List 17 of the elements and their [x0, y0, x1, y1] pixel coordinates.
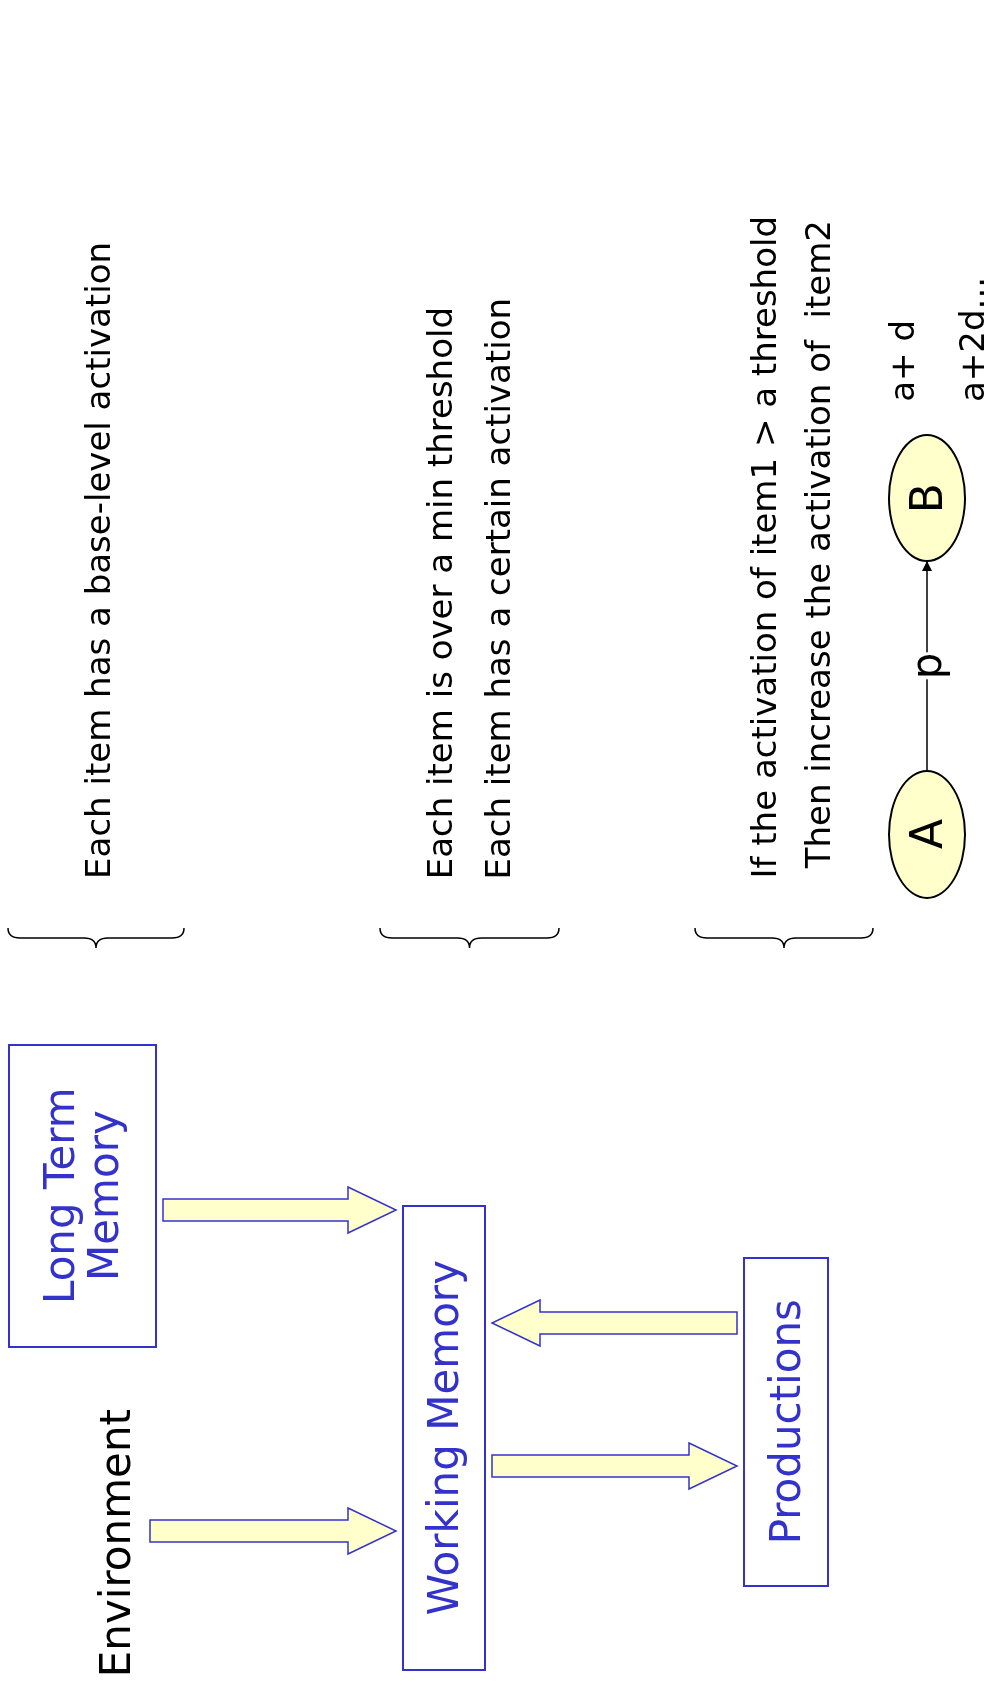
process-box: Working Memory — [402, 1205, 486, 1671]
block-arrow — [149, 1506, 398, 1556]
block-arrow — [162, 1185, 398, 1235]
node-label: Environment — [88, 1390, 144, 1696]
block-arrow — [491, 1441, 739, 1491]
annotation-text: If the activation of item1 > a threshold — [747, 216, 781, 879]
block-arrow — [490, 1298, 738, 1348]
annotation-text: a+2d... — [955, 277, 989, 402]
annotation-text: Each item has a certain activation — [481, 297, 515, 879]
item-ellipse: A — [888, 770, 966, 899]
annotation-text: Each item is over a min threshold — [423, 306, 457, 879]
annotation-text: a+ d — [885, 320, 919, 402]
annotation-text: Each item has a base-level activation — [81, 242, 115, 879]
process-box: Productions — [743, 1257, 829, 1587]
annotation-text: Then increase the activation of item2 — [801, 219, 835, 868]
item-ellipse: B — [888, 434, 966, 562]
process-box: Long Term Memory — [8, 1044, 157, 1348]
